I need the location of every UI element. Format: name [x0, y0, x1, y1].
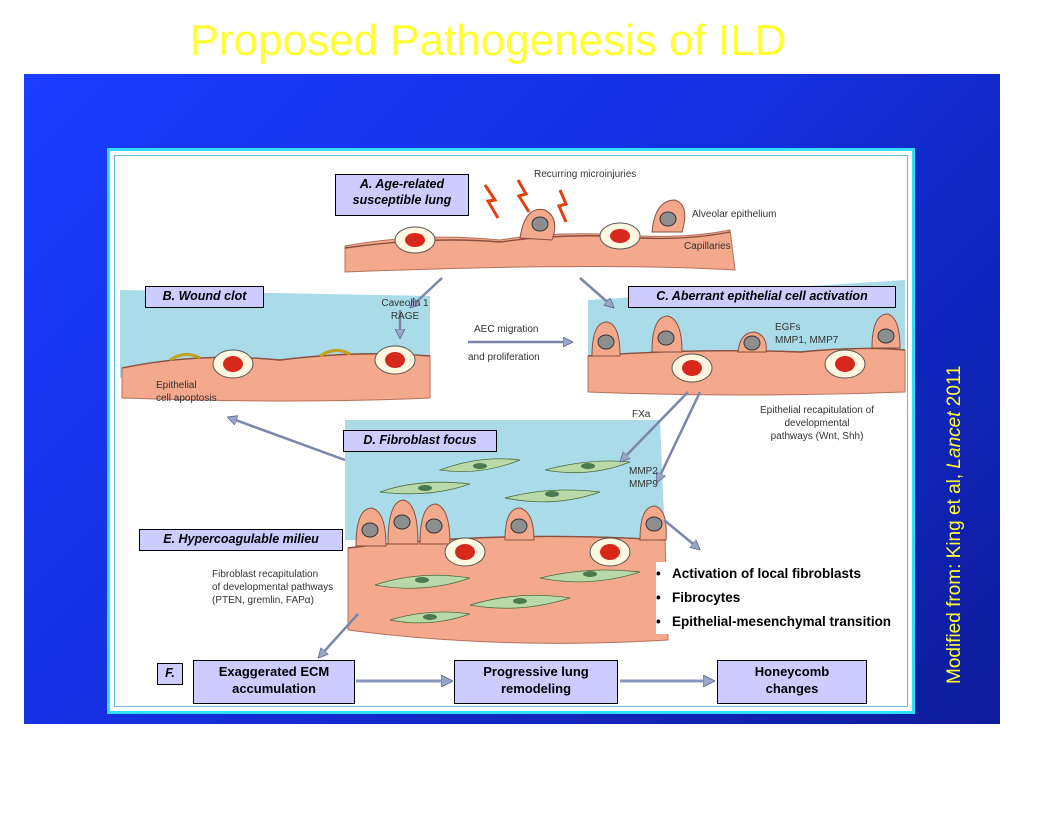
note-aec-migration: AEC migration: [474, 324, 539, 335]
note-alveolar-epithelium: Alveolar epithelium: [692, 209, 777, 220]
label-c-aberrant-epithelial-activation: C. Aberrant epithelial cell activation: [628, 286, 896, 308]
panel-a-tissue: [344, 179, 736, 273]
bullet-item: •Epithelial-mesenchymal transition: [656, 614, 892, 629]
note-recurring-microinjuries: Recurring microinjuries: [534, 169, 637, 180]
panel-d-tissue: [345, 420, 669, 644]
note-capillaries: Capillaries: [684, 241, 731, 252]
process-arrows: [230, 277, 702, 656]
panel-b-tissue: [120, 290, 431, 402]
label-f: F.: [157, 663, 183, 685]
note-fxa: FXa: [632, 409, 651, 420]
label-d-fibroblast-focus: D. Fibroblast focus: [343, 430, 497, 452]
bullet-item: •Activation of local fibroblasts: [656, 566, 862, 581]
label-e-hypercoagulable-milieu: E. Hypercoagulable milieu: [139, 529, 343, 551]
mechanism-bullet-list: •Activation of local fibroblasts •Fibroc…: [656, 562, 892, 634]
slide-title: Proposed Pathogenesis of ILD: [189, 16, 787, 65]
bullet-item: •Fibrocytes: [656, 590, 741, 605]
figure-inner-border: [114, 155, 908, 707]
label-b-wound-clot: B. Wound clot: [145, 286, 264, 308]
note-aec-proliferation: and proliferation: [468, 352, 540, 363]
